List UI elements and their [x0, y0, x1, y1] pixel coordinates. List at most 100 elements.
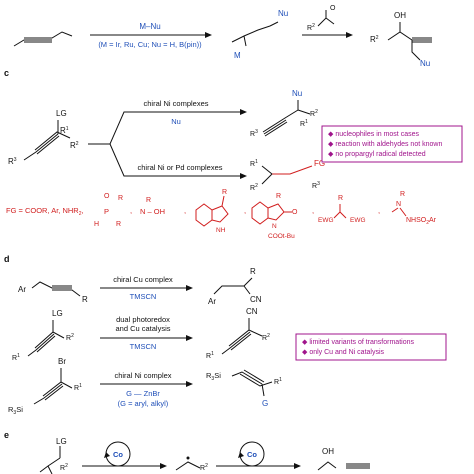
allene-r2: R2: [250, 183, 258, 192]
svg-text:EWG: EWG: [350, 217, 366, 224]
r-label: R: [250, 267, 256, 276]
silyl-propargyl-bromide: [33, 368, 73, 405]
svg-text:COOt-Bu: COOt-Bu: [268, 233, 295, 240]
cond-label-1: dual photoredox: [116, 315, 170, 324]
product-r2: R2: [370, 35, 379, 44]
limitation-item: ◆ no propargyl radical detected: [328, 151, 426, 158]
fg-comma: ,: [312, 206, 314, 215]
reagent-label: M–Nu: [139, 22, 160, 31]
svg-text:R: R: [276, 193, 281, 200]
product-r2: R2: [310, 109, 318, 118]
allenyl-metal: [231, 21, 279, 47]
r3-label: R3: [8, 157, 17, 166]
propargyl-nitrile: [221, 318, 263, 355]
arrow-head: [240, 109, 247, 115]
radical-intermediate: [175, 461, 201, 471]
co-label: Co: [247, 450, 257, 459]
r1-label: R1: [12, 353, 20, 362]
arrow-head: [186, 335, 193, 341]
product-r1: R1: [300, 119, 308, 128]
enyne-substrate: [13, 31, 73, 47]
ar-label: Ar: [208, 297, 216, 306]
upper-arrow-nu: Nu: [171, 117, 181, 126]
svg-text:R: R: [118, 195, 123, 202]
panel-e: e LG R2 Co R2 Co OH: [4, 430, 370, 474]
aryl-alkyne: [31, 281, 81, 297]
panel-b: M–Nu (M = Ir, Ru, Cu; Nu = H, B(pin)) M …: [13, 5, 432, 68]
svg-text:N – OH: N – OH: [140, 207, 165, 216]
cycle-arrowhead: [238, 452, 244, 458]
silyl-product: [231, 369, 273, 397]
fg-definition: FG = COOR, Ar, NHR2,: [6, 206, 84, 217]
arrow-head: [186, 381, 193, 387]
aldehyde: [317, 10, 335, 27]
lg-label: LG: [56, 109, 67, 118]
panel-label-d: d: [4, 254, 10, 264]
product-e: [317, 461, 370, 471]
reagent-label: TMSCN: [130, 342, 157, 351]
fg-comma: ,: [378, 206, 380, 215]
conditions-label: (M = Ir, Ru, Cu; Nu = H, B(pin)): [98, 40, 202, 49]
r2-label: R2: [200, 463, 208, 472]
svg-text:R: R: [338, 195, 343, 202]
limitations-list: ◆ limited variants of transformations ◆ …: [302, 339, 414, 356]
limitations-box: [295, 333, 447, 361]
arrow-head: [205, 32, 212, 38]
r1-label: R1: [74, 383, 82, 392]
svg-text:N: N: [396, 201, 401, 208]
svg-text:O: O: [292, 209, 298, 216]
allene-r3: R3: [312, 181, 320, 190]
cond-label: chiral Ni complex: [114, 371, 171, 380]
r2-label: R2: [70, 141, 79, 150]
limitation-item: ◆ only Cu and Ni catalysis: [302, 349, 385, 356]
r2-label: R2: [60, 463, 68, 472]
oh-label: OH: [394, 11, 406, 20]
reagent-label: TMSCN: [130, 292, 157, 301]
fg-malonate: R EWG EWG: [318, 195, 366, 224]
panel-label-e: e: [4, 430, 9, 440]
r1-label: R1: [274, 377, 282, 386]
svg-text:NHSO2Ar: NHSO2Ar: [406, 217, 437, 226]
r3si-label: R3Si: [206, 371, 221, 382]
branch-arrows: [88, 111, 240, 177]
limitation-item: ◆ nucleophiles in most cases: [328, 131, 419, 138]
aldehyde-r2: R2: [307, 23, 315, 32]
svg-text:N: N: [272, 223, 277, 230]
limitation-item: ◆ reaction with aldehydes not known: [328, 141, 442, 148]
fg-indole: R NH: [195, 189, 229, 234]
cond-label: chiral Cu complex: [113, 275, 173, 284]
metal-label: M: [234, 51, 241, 60]
arrow-head: [240, 173, 247, 179]
limitations-list: ◆ nucleophiles in most cases ◆ reaction …: [328, 131, 442, 158]
radical-dot: [186, 456, 190, 460]
allene-product: [261, 165, 273, 185]
fg-label: FG: [314, 159, 325, 168]
fg-oxindole: R O N COOt-Bu: [251, 193, 298, 240]
arrow-head: [294, 463, 301, 469]
limitations-box: [321, 125, 463, 163]
svg-text:O: O: [104, 193, 110, 200]
arrow-head: [186, 285, 193, 291]
reagent-label: G — ZnBr: [126, 389, 160, 398]
svg-text:NH: NH: [216, 227, 226, 234]
panel-d: d Ar R chiral Cu complex TMSCN Ar R CN L…: [4, 254, 447, 416]
lg-label: LG: [56, 437, 67, 446]
lower-arrow-label: chiral Ni or Pd complexes: [137, 163, 222, 172]
allene-r1: R1: [250, 159, 258, 168]
cn-label: CN: [250, 295, 262, 304]
br-label: Br: [58, 357, 66, 366]
panel-c: c LG R1 R2 R3 chiral Ni complexes Nu chi…: [4, 68, 463, 240]
allene-fg-bond: [272, 165, 313, 175]
homopropargyl-alcohol: [387, 22, 432, 61]
arrow-head: [160, 463, 167, 469]
substitution-product: [262, 100, 311, 137]
fg-comma: ,: [244, 206, 246, 215]
allenyl-nitrile: [213, 277, 253, 295]
propargylic-substrate: [27, 320, 65, 357]
fg-sulfonamide: R N NHSO2Ar: [391, 191, 437, 226]
cond-label-2: and Cu catalysis: [115, 324, 170, 333]
r3si-label: R3Si: [8, 405, 23, 416]
oh-label: OH: [322, 447, 334, 456]
fg-comma: ,: [130, 206, 132, 215]
